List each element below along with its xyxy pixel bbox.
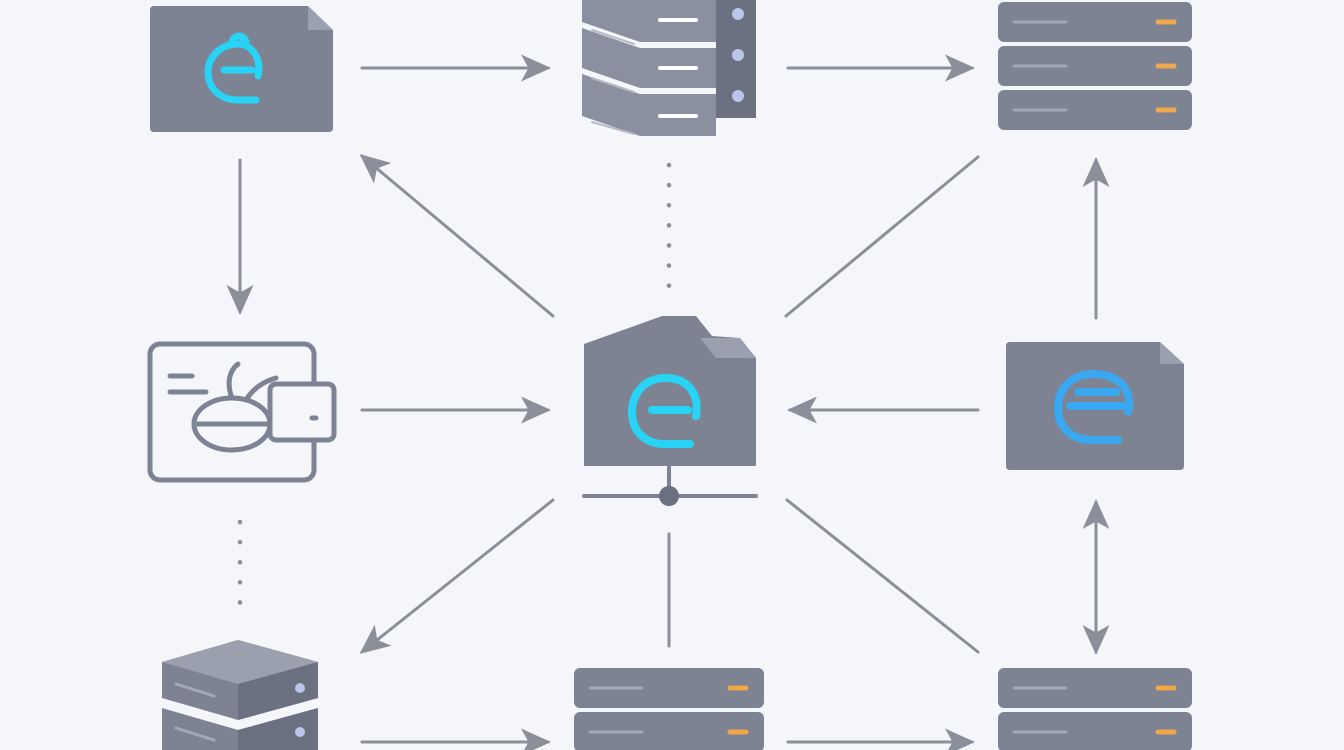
- edge-hub-to-folder: [359, 154, 555, 318]
- network-folder-icon: [582, 316, 758, 506]
- rack-server-icon: [998, 668, 1192, 750]
- edge-hub-to-stack: [359, 498, 555, 654]
- server-tower-icon: [582, 0, 756, 136]
- edge-hub-to-rack-top: [784, 155, 980, 318]
- server-stack-icon: [162, 640, 318, 750]
- rack-server-icon: [998, 2, 1192, 130]
- rack-server-icon: [574, 668, 764, 750]
- edge-hub-to-rack-bottom-right: [785, 498, 980, 654]
- card-with-leaf-icon: [147, 341, 337, 483]
- folder-with-blue-e-icon: [1006, 342, 1184, 470]
- folder-with-cyan-logo-icon: [150, 6, 333, 132]
